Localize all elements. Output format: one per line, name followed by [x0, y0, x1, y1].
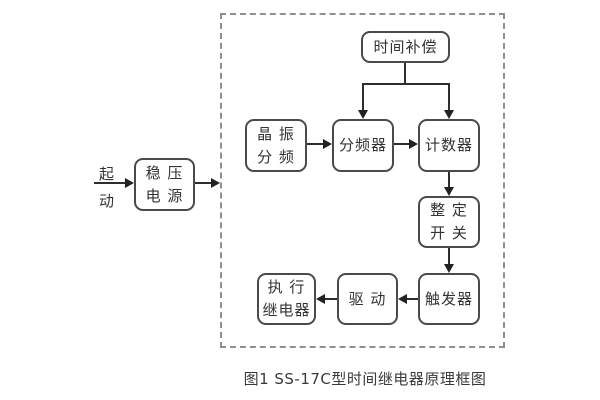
block-frequency-divider: 分频器: [332, 119, 394, 172]
connector-start-to-power: [94, 182, 125, 184]
block-exec-relay-line2: 继电器: [262, 301, 311, 319]
connector-counter-to-setting: [448, 172, 450, 187]
arrowhead-power-to-enclosure: [211, 178, 220, 188]
block-exec-relay-line1: 执 行: [267, 278, 306, 296]
block-power-supply-line1: 稳 压: [145, 163, 184, 182]
connector-crystal-to-divider: [307, 143, 323, 145]
arrowhead-crystal-to-divider: [323, 139, 332, 149]
arrowhead-timecomp-to-counter: [444, 110, 454, 119]
arrowhead-counter-to-setting: [444, 187, 454, 196]
block-setting-switch-line2: 开 关: [430, 224, 468, 242]
dashed-enclosure: [220, 13, 505, 348]
block-time-compensation: 时间补偿: [361, 31, 450, 63]
block-frequency-divider-label: 分频器: [338, 136, 387, 154]
start-label-line2: 动: [99, 192, 115, 210]
start-label-line1: 起: [99, 165, 115, 183]
connector-driver-to-relay: [325, 298, 337, 300]
block-crystal-divider-line2: 分 频: [257, 147, 295, 166]
block-setting-switch-line1: 整 定: [430, 201, 468, 219]
connector-divider-to-counter: [394, 143, 409, 145]
arrowhead-timecomp-to-divider: [358, 110, 368, 119]
arrowhead-driver-to-relay: [316, 294, 325, 304]
arrowhead-trigger-to-driver: [398, 294, 407, 304]
arrowhead-start-to-power: [125, 178, 134, 188]
block-trigger-label: 触发器: [424, 289, 473, 308]
block-counter-label: 计数器: [424, 136, 473, 154]
connector-setting-to-trigger: [448, 248, 450, 264]
block-power-supply-line2: 电 源: [145, 186, 184, 205]
block-exec-relay: 执 行 继电器: [257, 273, 316, 325]
arrowhead-setting-to-trigger: [444, 264, 454, 273]
block-driver-label: 驱 动: [348, 289, 387, 308]
block-counter: 计数器: [418, 119, 480, 172]
connector-timecomp-to-divider: [362, 83, 364, 110]
block-crystal-divider-line1: 晶 振: [257, 124, 295, 143]
block-power-supply: 稳 压 电 源: [134, 158, 195, 211]
connector-trigger-to-driver: [407, 298, 418, 300]
connector-timecomp-stem: [404, 63, 406, 84]
connector-timecomp-to-counter: [448, 83, 450, 110]
connector-power-to-enclosure: [195, 182, 211, 184]
figure-caption: 图1 SS-17C型时间继电器原理框图: [243, 370, 487, 388]
block-setting-switch: 整 定 开 关: [418, 196, 480, 248]
block-crystal-divider: 晶 振 分 频: [245, 119, 307, 172]
connector-timecomp-branch: [362, 83, 450, 85]
block-trigger: 触发器: [418, 273, 480, 325]
block-driver: 驱 动: [337, 273, 398, 325]
arrowhead-divider-to-counter: [409, 139, 418, 149]
block-time-compensation-label: 时间补偿: [373, 37, 438, 56]
